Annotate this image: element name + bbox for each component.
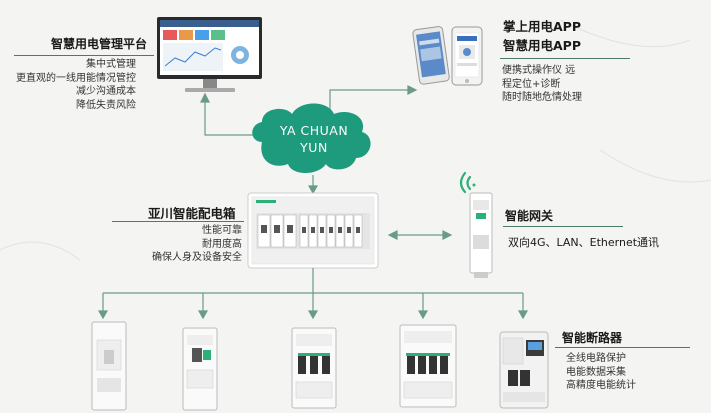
- platform-feature: 降低失责风险: [4, 99, 136, 113]
- breaker-1pn-image: [183, 328, 217, 410]
- box-title: 亚川智能配电箱: [148, 203, 236, 222]
- breaker-feature: 全线电路保护: [566, 352, 636, 366]
- breaker-title: 智能断路器: [562, 329, 622, 346]
- cloud-label-line2: YUN: [268, 139, 360, 156]
- breaker-4p-image: [400, 325, 456, 407]
- app-feature: 程定位+诊断: [502, 78, 582, 92]
- app-divider: [500, 58, 630, 59]
- breaker-feature: 电能数据采集: [566, 366, 636, 380]
- monitor-icon: [157, 17, 262, 92]
- breaker-feature: 高精度电能统计: [566, 379, 636, 393]
- platform-feature: 减少沟通成本: [4, 85, 136, 99]
- gateway-title: 智能网关: [505, 207, 553, 224]
- box-feature-list: 性能可靠 耐用度高 确保人身及设备安全: [110, 224, 242, 265]
- app-feature: 随时随地危情处理: [502, 91, 582, 105]
- platform-feature: 更直观的一线用能情况管控: [4, 72, 136, 86]
- app-title-2: 智慧用电APP: [503, 35, 581, 54]
- platform-title: 智慧用电管理平台: [51, 35, 147, 52]
- gateway-divider: [503, 226, 623, 227]
- box-feature: 确保人身及设备安全: [110, 251, 242, 265]
- app-feature-list: 便携式操作仪 远 程定位+诊断 随时随地危情处理: [502, 64, 582, 105]
- gateway-description: 双向4G、LAN、Ethernet通讯: [508, 234, 659, 250]
- breaker-3p-image: [292, 328, 336, 408]
- box-divider: [112, 221, 244, 222]
- platform-divider: [14, 55, 154, 56]
- cloud-label-line1: YA CHUAN: [268, 122, 360, 139]
- cloud-label: YA CHUAN YUN: [268, 122, 360, 156]
- box-feature: 性能可靠: [110, 224, 242, 238]
- phone-icon: [412, 26, 449, 85]
- app-title-1: 掌上用电APP: [503, 16, 581, 35]
- app-feature: 便携式操作仪 远: [502, 64, 582, 78]
- platform-feature-list: 集中式管理 更直观的一线用能情况管控 减少沟通成本 降低失责风险: [4, 58, 136, 112]
- distribution-box-image: [248, 193, 378, 268]
- wifi-signal-icon: [461, 173, 476, 192]
- smart-breaker-image: [500, 332, 548, 408]
- phone-icon-2: [452, 27, 482, 85]
- platform-feature: 集中式管理: [4, 58, 136, 72]
- breaker-1p-image: [92, 322, 126, 410]
- breaker-divider: [555, 347, 690, 348]
- gateway-device-image: [470, 193, 492, 278]
- box-feature: 耐用度高: [110, 238, 242, 252]
- breaker-feature-list: 全线电路保护 电能数据采集 高精度电能统计: [566, 352, 636, 393]
